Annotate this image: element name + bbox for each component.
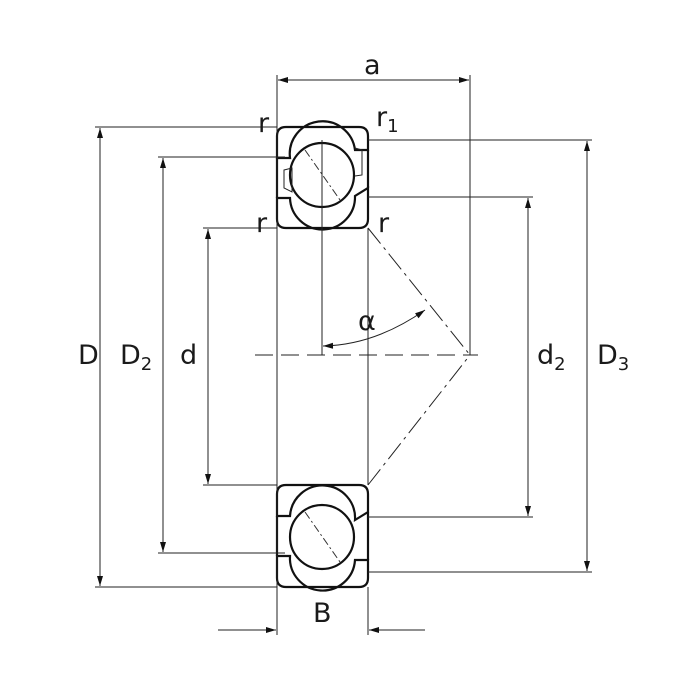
label-r-inner-right: r bbox=[378, 208, 390, 239]
label-D: D bbox=[78, 340, 99, 371]
label-r1: r1 bbox=[376, 102, 399, 137]
label-r-inner-left: r bbox=[256, 208, 268, 239]
label-B: B bbox=[313, 598, 332, 629]
label-d: d bbox=[180, 340, 197, 371]
label-alpha: α bbox=[358, 306, 376, 337]
ball-bottom bbox=[288, 503, 356, 571]
dimension-arrows bbox=[97, 77, 590, 633]
label-D3: D3 bbox=[597, 340, 629, 375]
outline-lines bbox=[255, 75, 478, 635]
label-a: a bbox=[364, 50, 381, 81]
extension-lines bbox=[95, 126, 592, 588]
label-D2: D2 bbox=[120, 340, 152, 375]
contact-line-top bbox=[367, 227, 471, 356]
contact-line-bottom bbox=[367, 354, 471, 486]
seal-top bbox=[283, 147, 363, 193]
label-d2: d2 bbox=[537, 340, 566, 375]
label-r-top: r bbox=[258, 108, 270, 139]
bearing-section-bottom bbox=[275, 483, 370, 592]
angle-alpha-arc bbox=[322, 309, 426, 349]
